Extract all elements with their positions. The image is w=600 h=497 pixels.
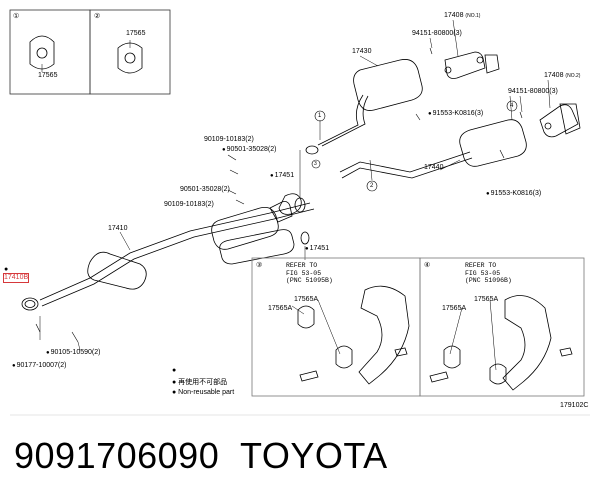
inset-2-number: ② (94, 13, 101, 20)
inset-1-part-label[interactable]: 17565 (38, 72, 58, 79)
inset-4-frame (419, 257, 585, 397)
inset-1-frame (9, 9, 91, 95)
part-17451-b[interactable]: 17451 (305, 245, 329, 253)
circle-label-3: 3 (314, 161, 317, 167)
part-90109-a[interactable]: 90109-10183(2) (204, 136, 254, 143)
inset-3-number: ③ (256, 262, 263, 269)
inset-3-frame (251, 257, 421, 397)
part-17408-no2-code: 17408 (544, 72, 564, 79)
part-90105[interactable]: 90105-10590(2) (46, 349, 101, 357)
front-pipe (39, 193, 315, 307)
inset-4-drawing (429, 295, 573, 391)
inset-3-part-b[interactable]: 17565A (268, 305, 293, 312)
inset-1-mount (29, 35, 55, 72)
inset-4-number: ④ (424, 262, 431, 269)
inset-2-mount (117, 40, 143, 74)
part-17430[interactable]: 17430 (352, 48, 372, 55)
rear-muffler (317, 59, 423, 147)
gaskets (21, 145, 319, 311)
part-17408-no2[interactable]: 17408 (NO.2) (544, 72, 580, 80)
inset-leaders (291, 299, 497, 371)
inset-2-frame (89, 9, 171, 95)
exhaust-diagram (9, 9, 590, 416)
bolts (35, 47, 523, 343)
part-17408-no1[interactable]: 17408 (NO.1) (444, 12, 480, 20)
circle-label-4: 4 (510, 103, 514, 109)
inset-4-part-b[interactable]: 17565A (442, 305, 467, 312)
inset-2-part-label[interactable]: 17565 (126, 30, 146, 37)
part-17408-no2-note: (NO.2) (565, 73, 581, 79)
callout-circles (311, 100, 518, 192)
part-90109-b[interactable]: 90109-10183(2) (164, 201, 214, 208)
inset-1-number: ① (13, 13, 20, 20)
figure-code: 179102C (560, 402, 589, 409)
inset-4-reference: REFER TO FIG 53-05 (PNC 51096B) (465, 262, 512, 284)
brand-caption: TOYOTA (240, 435, 388, 476)
center-muffler (339, 119, 527, 179)
circle-label-1: 1 (318, 113, 322, 119)
bracket-no1 (444, 51, 500, 79)
part-90501-a[interactable]: 90501-35028(2) (222, 146, 277, 154)
part-91553-a[interactable]: 91553-K0816(3) (428, 110, 484, 118)
non-reusable-marker: ● (4, 266, 9, 273)
part-90501-b[interactable]: 90501-35028(2) (180, 186, 230, 193)
legend-non-reusable-en: ● Non-reusable part (172, 389, 235, 396)
part-91553-b[interactable]: 91553-K0816(3) (486, 190, 542, 198)
circle-label-2: 2 (370, 183, 374, 189)
legend-symbol: ● (172, 367, 177, 374)
part-17451-a[interactable]: 17451 (270, 172, 294, 180)
inset-3-part-a[interactable]: 17565A (294, 296, 319, 303)
part-94151-right[interactable]: 94151-80800(3) (508, 88, 558, 95)
inset-4-part-a[interactable]: 17565A (474, 296, 499, 303)
bracket-no2 (539, 103, 581, 138)
part-17410[interactable]: 17410 (108, 225, 128, 232)
part-94151-top[interactable]: 94151-80800(3) (412, 30, 462, 37)
inset-3-reference: REFER TO FIG 53-05 (PNC 51095B) (286, 262, 333, 284)
inset-3-drawing (297, 285, 410, 385)
part-17440[interactable]: 17440 (424, 164, 444, 171)
part-number-caption: 9091706090 (14, 435, 220, 476)
part-17408-no1-code: 17408 (444, 12, 464, 19)
legend-non-reusable-cn: ● 再使用不可部品 (172, 379, 228, 386)
part-17408-no1-note: (NO.1) (465, 13, 481, 19)
part-17410b-highlighted[interactable]: 17410B (2, 273, 30, 283)
part-90177[interactable]: 90177-10007(2) (12, 362, 67, 370)
